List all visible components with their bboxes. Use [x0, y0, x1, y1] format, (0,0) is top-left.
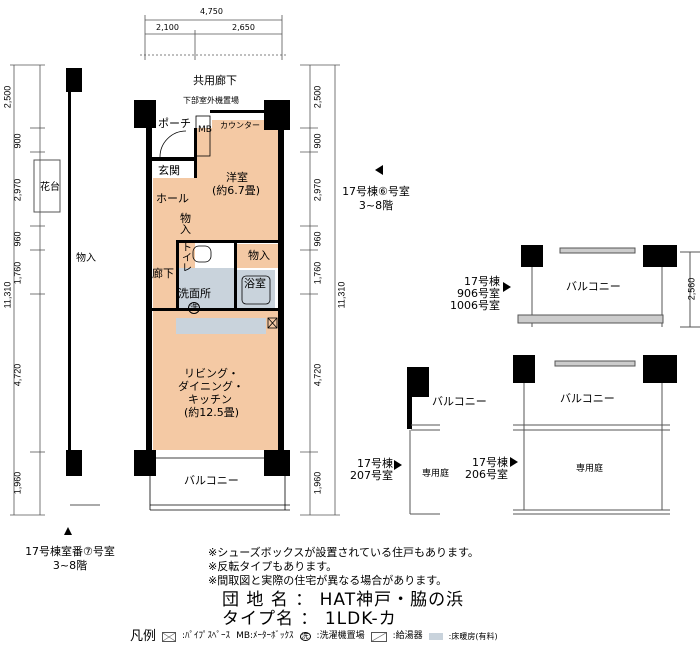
- type-row: タイプ名 ： 1LDK-カ: [222, 611, 397, 628]
- counter-label: カウンター: [220, 121, 260, 130]
- dim-side: 2,500: [312, 85, 323, 109]
- type-value: 1LDK-カ: [324, 609, 397, 629]
- dim-left-width: 2,100: [156, 23, 179, 32]
- fixtures: [149, 115, 290, 511]
- balcony-label: バルコニー: [560, 392, 615, 405]
- ldk-size: (約12.5畳): [184, 406, 240, 419]
- legend-mb: MB:ﾒｰﾀｰﾎﾞｯｸｽ: [236, 631, 294, 641]
- room-fills: [153, 120, 278, 450]
- legend-washer: :洗濯機置場: [316, 631, 365, 641]
- outdoor-unit-label: 下部室外機置場: [183, 96, 239, 105]
- unit-building: 17号棟⑥号室: [342, 185, 410, 198]
- garden-label: 専用庭: [576, 464, 604, 474]
- corridor-label: 共用廊下: [193, 74, 237, 87]
- dim-side-total: 11,310: [2, 281, 13, 309]
- left-unit-caption: 17号棟室番⑦号室 3~8階: [15, 545, 125, 573]
- ldk-label-1: リビング・: [184, 367, 239, 380]
- dim-total-width: 4,750: [200, 7, 223, 16]
- arrow-right-icon: [394, 460, 402, 470]
- unit-room: 1006号室: [450, 299, 500, 312]
- legend-heater: :給湯器: [392, 631, 423, 641]
- top-dimension-lines: [140, 15, 288, 60]
- legend-title: 凡例: [130, 629, 157, 644]
- dim-side: 960: [12, 231, 23, 247]
- legend: 凡例 :ﾊﾟｲﾌﾟｽﾍﾟｰｽ MB:ﾒｰﾀｰﾎﾞｯｸｽ 洗 :洗濯機置場 :給湯…: [130, 630, 498, 643]
- note: ※反転タイプもあります。: [208, 560, 338, 573]
- unit-floors: 3~8階: [358, 199, 394, 212]
- bathroom-label: 浴室: [244, 277, 266, 290]
- balcony-label: バルコニー: [432, 395, 487, 408]
- right-units: [407, 245, 700, 515]
- estate-row: 団 地 名 ： HAT神戸・脇の浜: [222, 592, 464, 609]
- unit-building: 17号棟: [357, 457, 393, 470]
- washer-icon: 洗: [299, 632, 311, 641]
- floor-heating-icon: [428, 633, 443, 640]
- western-room-size: (約6.7畳): [212, 184, 261, 197]
- right-unit-caption: 17号棟⑥号室 3~8階: [336, 185, 416, 213]
- unit-building: 17号棟室番⑦号室: [25, 545, 115, 558]
- unit-room: 906号室: [457, 287, 500, 300]
- storage-label: 物入: [248, 249, 270, 262]
- note: ※間取図と実際の住宅が異なる場合があります。: [208, 574, 448, 587]
- walls: [134, 100, 290, 476]
- legend-pipe: :ﾊﾟｲﾌﾟｽﾍﾟｰｽ: [182, 631, 231, 641]
- dim-right-width: 2,650: [232, 23, 255, 32]
- unit-207-caption: 17号棟 207号室: [348, 458, 393, 482]
- side-dimension-lines: [10, 64, 340, 516]
- dim-side: 2,970: [312, 178, 323, 202]
- dim-side: 4,720: [12, 363, 23, 387]
- type-label: タイプ名 ：: [222, 609, 319, 629]
- arrow-left-icon: [375, 165, 383, 175]
- dim-side: 1,960: [12, 471, 23, 495]
- unit-room: 206号室: [465, 468, 508, 481]
- ldk-label-2: ダイニング・: [178, 380, 244, 393]
- arrow-up-icon: [64, 527, 72, 535]
- dim-side-total: 11,310: [336, 281, 347, 309]
- dim-balcony-depth: 2,560: [686, 277, 697, 301]
- dim-side: 1,760: [312, 261, 323, 285]
- dim-side: 900: [12, 133, 23, 149]
- notes: ※シューズボックスが設置されている住戸もあります。 ※反転タイプもあります。 ※…: [208, 546, 479, 588]
- note: ※シューズボックスが設置されている住戸もあります。: [208, 546, 479, 559]
- dim-side: 900: [312, 133, 323, 149]
- balcony-label: バルコニー: [184, 474, 239, 487]
- corridor-inner-label: 廊下: [152, 267, 174, 280]
- estate-label: 団 地 名 ：: [222, 590, 314, 610]
- dim-side: 960: [312, 231, 323, 247]
- dim-side: 4,720: [312, 363, 323, 387]
- hall-label: ホール: [156, 192, 189, 205]
- toilet-label: トイレ: [182, 243, 192, 274]
- dim-side: 2,500: [2, 85, 13, 109]
- storage-label: 物入: [76, 253, 96, 264]
- ldk-label-3: キッチン: [188, 393, 232, 406]
- pipe-space-icon: [162, 631, 177, 642]
- dim-side: 1,760: [12, 261, 23, 285]
- unit-building: 17号棟: [472, 456, 508, 469]
- flower-stand-label: 花台: [40, 182, 60, 193]
- unit-building: 17号棟: [464, 275, 500, 288]
- legend-floor-heating: :床暖房(有料): [448, 631, 498, 641]
- unit-room: 207号室: [350, 469, 393, 482]
- arrow-right-icon: [503, 282, 511, 292]
- storage-label: 物入: [180, 212, 191, 236]
- estate-value: HAT神戸・脇の浜: [319, 590, 465, 610]
- washer-icon: 洗: [188, 302, 200, 314]
- western-room-label: 洋室: [226, 171, 248, 184]
- unit-floors: 3~8階: [52, 559, 88, 572]
- garden-label: 専用庭: [422, 469, 450, 479]
- dim-side: 2,970: [12, 178, 23, 202]
- dim-side: 1,960: [312, 471, 323, 495]
- balcony-label: バルコニー: [566, 280, 621, 293]
- unit-906-caption: 17号棟 906号室 1006号室: [448, 276, 500, 312]
- unit-206-caption: 17号棟 206号室: [462, 457, 508, 481]
- entrance-label: 玄関: [158, 164, 180, 177]
- mb-label: MB: [198, 125, 212, 135]
- arrow-right-icon: [510, 457, 518, 467]
- water-heater-icon: [370, 631, 387, 642]
- porch-label: ポーチ: [158, 117, 191, 130]
- washroom-label: 洗面所: [178, 287, 211, 300]
- left-neighbor-unit: [33, 68, 100, 506]
